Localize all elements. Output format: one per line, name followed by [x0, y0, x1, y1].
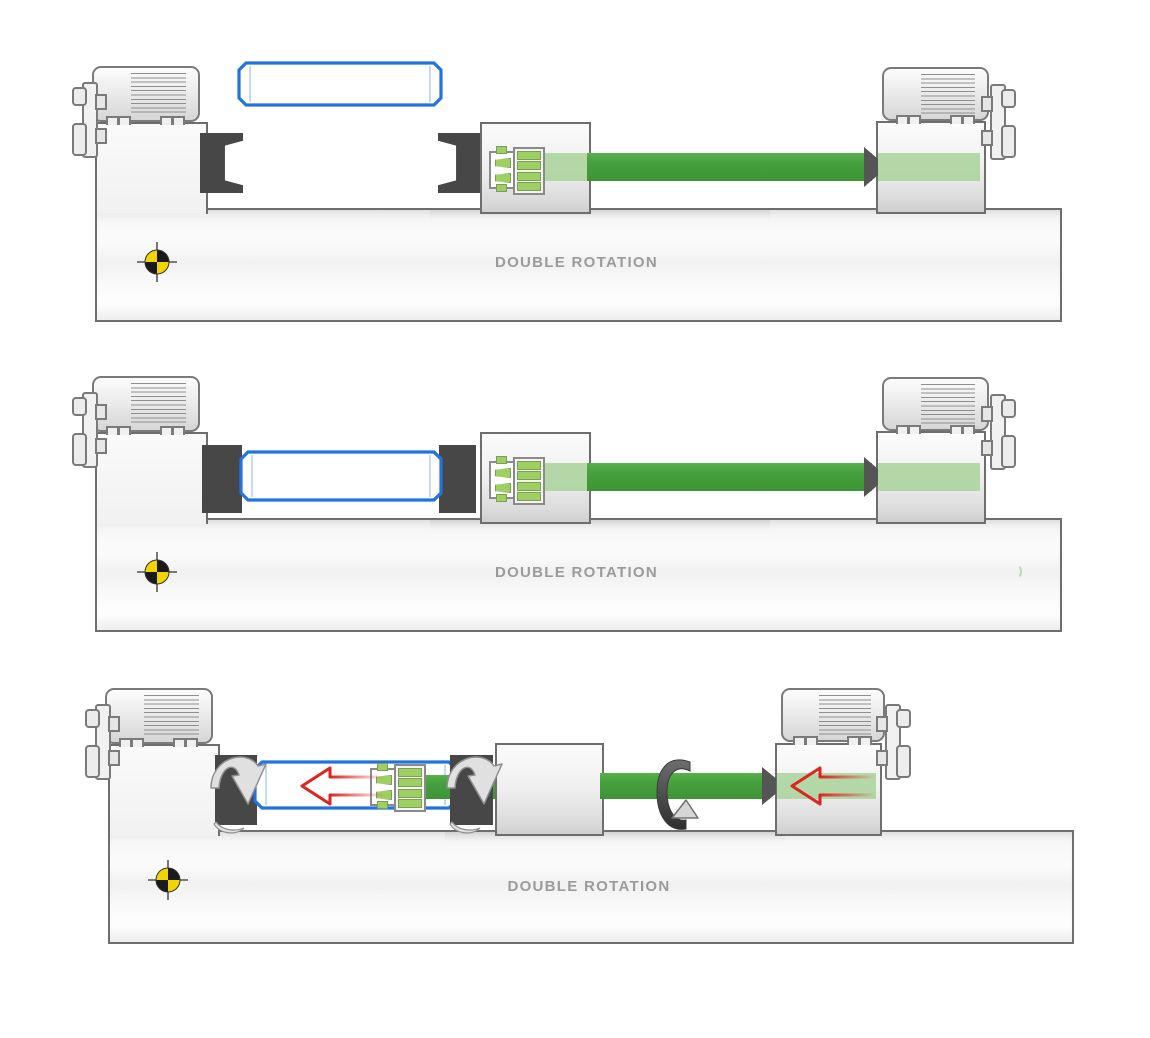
panel-label: DOUBLE ROTATION	[494, 564, 659, 581]
center-of-gravity-icon	[137, 242, 177, 282]
shaft-tip-cone	[864, 457, 878, 497]
tool-cutter-stack	[513, 147, 545, 195]
machine-bed	[95, 518, 1062, 632]
motor-feet	[896, 425, 976, 434]
rotation-arrow-icon	[656, 759, 699, 830]
tool-nub	[377, 763, 388, 771]
belt-drive-left	[72, 392, 107, 468]
panel-label: DOUBLE ROTATION	[494, 254, 659, 271]
motor-feet	[106, 116, 186, 125]
tool-nub	[496, 184, 507, 192]
motor-left	[92, 376, 200, 432]
belt-drive-right	[876, 704, 911, 780]
boring-tool	[489, 456, 545, 505]
motor-fins-icon	[921, 384, 975, 424]
shaft-light-band	[878, 463, 980, 491]
motor-fins-icon	[131, 73, 186, 115]
bed-shadow	[430, 520, 770, 530]
tool-holder	[489, 151, 515, 189]
motor-fins-icon	[921, 74, 975, 114]
tool-nub	[496, 494, 507, 502]
motor-feet	[119, 738, 199, 747]
shaft-light-band	[538, 463, 589, 491]
chuck-jaw-left	[202, 445, 242, 513]
motor-feet	[106, 426, 186, 435]
drive-shaft	[587, 153, 872, 181]
headstock-column-left	[95, 122, 208, 214]
motor-left	[105, 688, 213, 744]
shaft-light-band	[538, 153, 589, 181]
workpiece	[237, 61, 443, 107]
boring-tool	[489, 146, 545, 195]
drive-shaft	[587, 463, 872, 491]
motor-feet	[793, 736, 873, 745]
chuck-jaw-right	[439, 445, 476, 513]
workpiece	[239, 450, 443, 502]
tool-cutter-stack	[513, 457, 545, 505]
tool-cutter-stack	[394, 764, 426, 812]
drive-shaft	[600, 773, 770, 799]
center-of-gravity-icon	[137, 552, 177, 592]
motor-fins-icon	[819, 695, 871, 735]
center-of-gravity-icon	[148, 860, 188, 900]
motor-right	[781, 688, 885, 742]
shaft-light-band	[878, 153, 980, 181]
tool-nub	[496, 146, 507, 154]
bed-shadow	[445, 832, 785, 842]
bed-shadow	[430, 210, 770, 220]
panel-label: DOUBLE ROTATION	[507, 878, 671, 895]
feed-arrow-icon	[300, 766, 386, 806]
shaft-tip-cone	[762, 767, 776, 805]
tool-nub	[496, 456, 507, 464]
motor-feet	[896, 115, 976, 124]
stray-mark	[1011, 564, 1022, 579]
motor-right	[882, 377, 989, 431]
headstock-column-left	[108, 744, 220, 836]
motor-fins-icon	[131, 383, 186, 425]
feed-arrow-icon	[790, 766, 876, 806]
motor-fins-icon	[144, 695, 199, 737]
belt-drive-left	[85, 704, 120, 780]
shaft-tip-cone	[864, 147, 878, 187]
carriage	[495, 743, 604, 836]
tool-holder	[489, 461, 515, 499]
belt-drive-left	[72, 82, 107, 158]
rotation-arrow-icon	[446, 756, 503, 834]
rotation-arrow-icon	[210, 756, 267, 834]
motor-right	[882, 67, 989, 121]
tool-nub	[377, 801, 388, 809]
